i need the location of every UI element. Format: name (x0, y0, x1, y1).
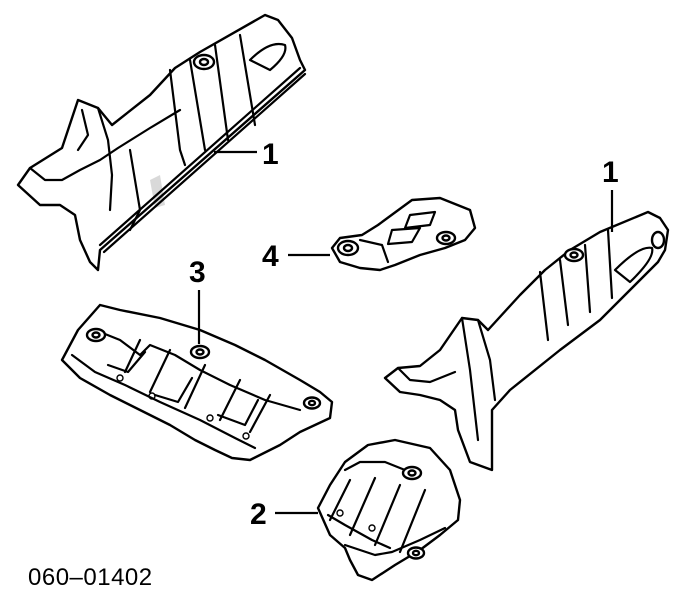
callout-rear-skid: 2 (250, 498, 267, 531)
callout-right: 1 (602, 156, 619, 189)
part-code: 060–01402 (28, 564, 153, 591)
heat-shield-left (16, 13, 307, 272)
bracket (330, 196, 477, 272)
callout-top-left: 1 (262, 138, 279, 171)
callout-bracket: 4 (262, 240, 279, 273)
callout-center-skid: 3 (189, 256, 206, 289)
heat-shield-right (383, 210, 670, 472)
skid-plate-rear (316, 438, 462, 582)
skid-plate-center (60, 303, 334, 462)
